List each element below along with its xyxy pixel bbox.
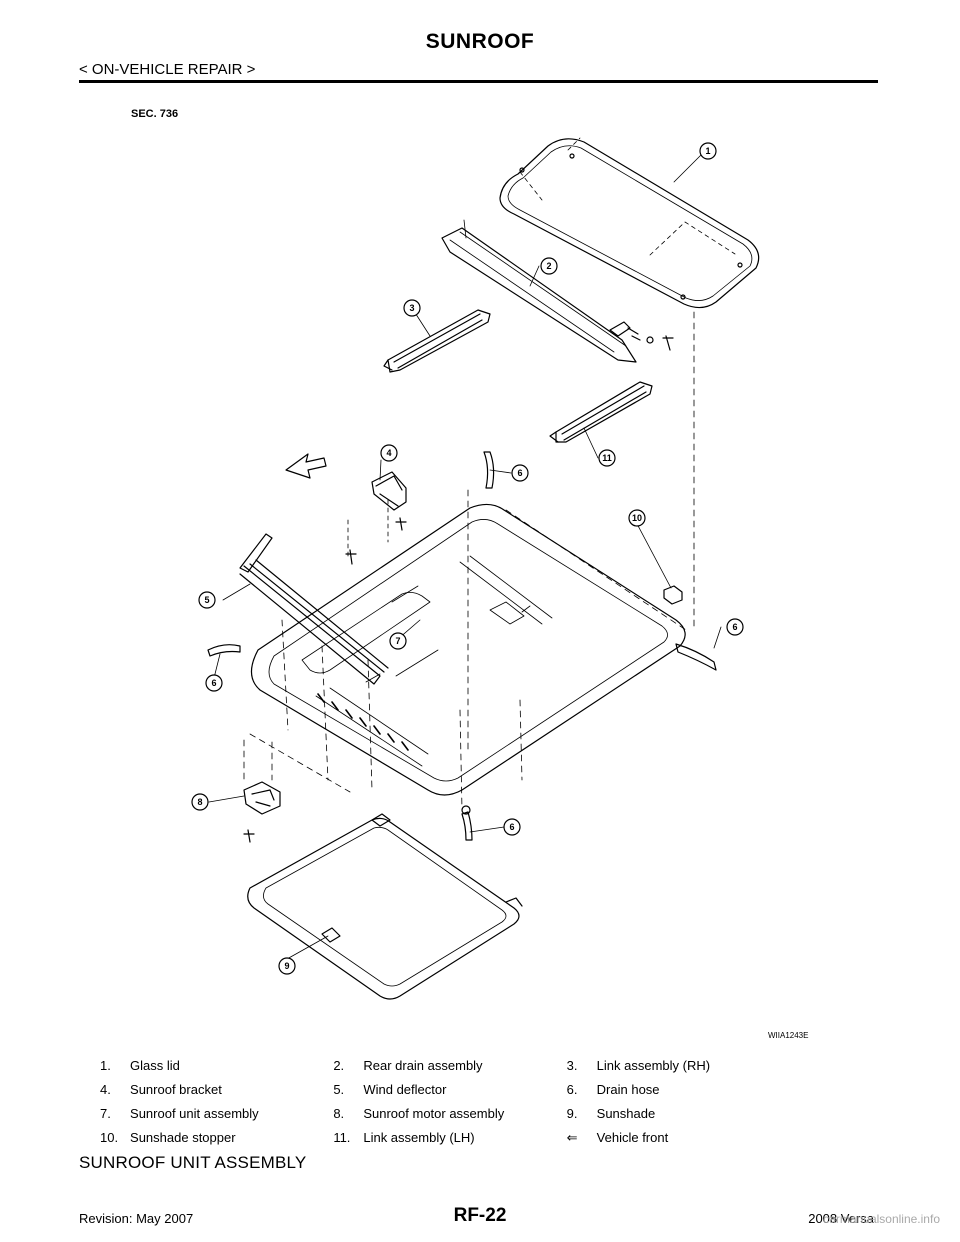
legend-text: Sunroof motor assembly bbox=[363, 1106, 505, 1121]
page-title: SUNROOF bbox=[425, 30, 535, 53]
vehicle-front-arrow-icon bbox=[285, 453, 327, 479]
legend-number: 10. bbox=[100, 1130, 119, 1145]
callout-6c: 6 bbox=[205, 674, 223, 692]
legend-text: Sunshade stopper bbox=[130, 1130, 236, 1145]
legend-text: Sunroof bracket bbox=[130, 1082, 222, 1097]
link-assembly-lh-part bbox=[549, 381, 653, 443]
legend-text: Rear drain assembly bbox=[363, 1058, 483, 1073]
callout-1: 1 bbox=[699, 142, 717, 160]
legend-text: Glass lid bbox=[130, 1058, 180, 1073]
footer-revision: Revision: May 2007 bbox=[79, 1211, 194, 1226]
sunroof-unit-assembly-part bbox=[250, 503, 686, 796]
alignment-lines bbox=[281, 489, 687, 811]
legend-row: 10. Sunshade stopper 11. Link assembly (… bbox=[100, 1130, 800, 1154]
svg-text:7: 7 bbox=[395, 636, 400, 646]
callout-5: 5 bbox=[198, 591, 216, 609]
callout-11: 11 bbox=[598, 449, 616, 467]
svg-text:3: 3 bbox=[409, 303, 414, 313]
figure-code: WIIA1243E bbox=[768, 1031, 809, 1040]
legend-number: 1. bbox=[100, 1058, 111, 1073]
svg-text:8: 8 bbox=[197, 797, 202, 807]
callout-10: 10 bbox=[628, 509, 646, 527]
callout-2: 2 bbox=[540, 257, 558, 275]
sunroof-motor-assembly-part bbox=[243, 733, 351, 843]
section-title: SUNROOF UNIT ASSEMBLY bbox=[79, 1153, 307, 1172]
legend-number: 11. bbox=[333, 1130, 351, 1145]
legend-number: 8. bbox=[333, 1106, 345, 1121]
legend-text: Drain hose bbox=[596, 1082, 660, 1097]
footer-model: 2008 Versa bbox=[808, 1211, 874, 1226]
svg-text:5: 5 bbox=[204, 595, 209, 605]
sunshade-part bbox=[247, 813, 523, 1000]
legend-number: 5. bbox=[333, 1082, 345, 1097]
callout-4: 4 bbox=[380, 444, 398, 462]
svg-text:4: 4 bbox=[386, 448, 391, 458]
legend-text: Link assembly (LH) bbox=[363, 1130, 475, 1145]
legend-row: 4. Sunroof bracket 5. Wind deflector 6. … bbox=[100, 1082, 800, 1106]
header-divider bbox=[79, 80, 878, 83]
link-assembly-rh-part bbox=[383, 309, 491, 373]
legend-text: Vehicle front bbox=[596, 1130, 669, 1145]
legend-number: 9. bbox=[566, 1106, 578, 1121]
vehicle-front-arrow-symbol: ⇐ bbox=[566, 1130, 578, 1145]
svg-text:11: 11 bbox=[602, 453, 612, 463]
legend-number: 3. bbox=[566, 1058, 578, 1073]
legend-number: 6. bbox=[566, 1082, 578, 1097]
callout-9: 9 bbox=[278, 957, 296, 975]
rear-drain-assembly-part bbox=[441, 219, 674, 363]
svg-text:6: 6 bbox=[732, 622, 737, 632]
svg-text:10: 10 bbox=[632, 513, 642, 523]
svg-text:1: 1 bbox=[705, 146, 710, 156]
legend-number: 2. bbox=[333, 1058, 345, 1073]
svg-text:6: 6 bbox=[509, 822, 514, 832]
callout-7: 7 bbox=[389, 632, 407, 650]
glass-lid-part bbox=[499, 137, 760, 631]
exploded-diagram: 1 2 3 4 5 6 6 6 6 7 8 9 10 11 bbox=[110, 90, 820, 1050]
legend-text: Wind deflector bbox=[363, 1082, 447, 1097]
svg-text:9: 9 bbox=[284, 961, 289, 971]
svg-text:6: 6 bbox=[211, 678, 216, 688]
legend-text: Sunroof unit assembly bbox=[130, 1106, 259, 1121]
legend-number: 4. bbox=[100, 1082, 111, 1097]
footer-page-number: RF-22 bbox=[453, 1205, 507, 1226]
legend-row: 7. Sunroof unit assembly 8. Sunroof moto… bbox=[100, 1106, 800, 1130]
callout-8: 8 bbox=[191, 793, 209, 811]
svg-text:6: 6 bbox=[517, 468, 522, 478]
legend-text: Link assembly (RH) bbox=[596, 1058, 711, 1073]
legend-row: 1. Glass lid 2. Rear drain assembly 3. L… bbox=[100, 1058, 800, 1082]
legend-text: Sunshade bbox=[596, 1106, 656, 1121]
callout-6d: 6 bbox=[503, 818, 521, 836]
callout-3: 3 bbox=[403, 299, 421, 317]
legend-number: 7. bbox=[100, 1106, 111, 1121]
sec-label: SEC. 736 bbox=[131, 108, 179, 120]
sunroof-bracket-part bbox=[345, 471, 407, 565]
leader-lines bbox=[208, 154, 722, 960]
callout-6a: 6 bbox=[511, 464, 529, 482]
svg-text:2: 2 bbox=[546, 261, 551, 271]
wind-deflector-part bbox=[239, 533, 389, 685]
footer-watermark: carmanualsonline.info bbox=[823, 1212, 940, 1226]
callout-6b: 6 bbox=[726, 618, 744, 636]
sunshade-stopper-part bbox=[663, 585, 683, 605]
section-header: < ON-VEHICLE REPAIR > bbox=[79, 61, 256, 78]
parts-legend: 1. Glass lid 2. Rear drain assembly 3. L… bbox=[100, 1058, 800, 1154]
